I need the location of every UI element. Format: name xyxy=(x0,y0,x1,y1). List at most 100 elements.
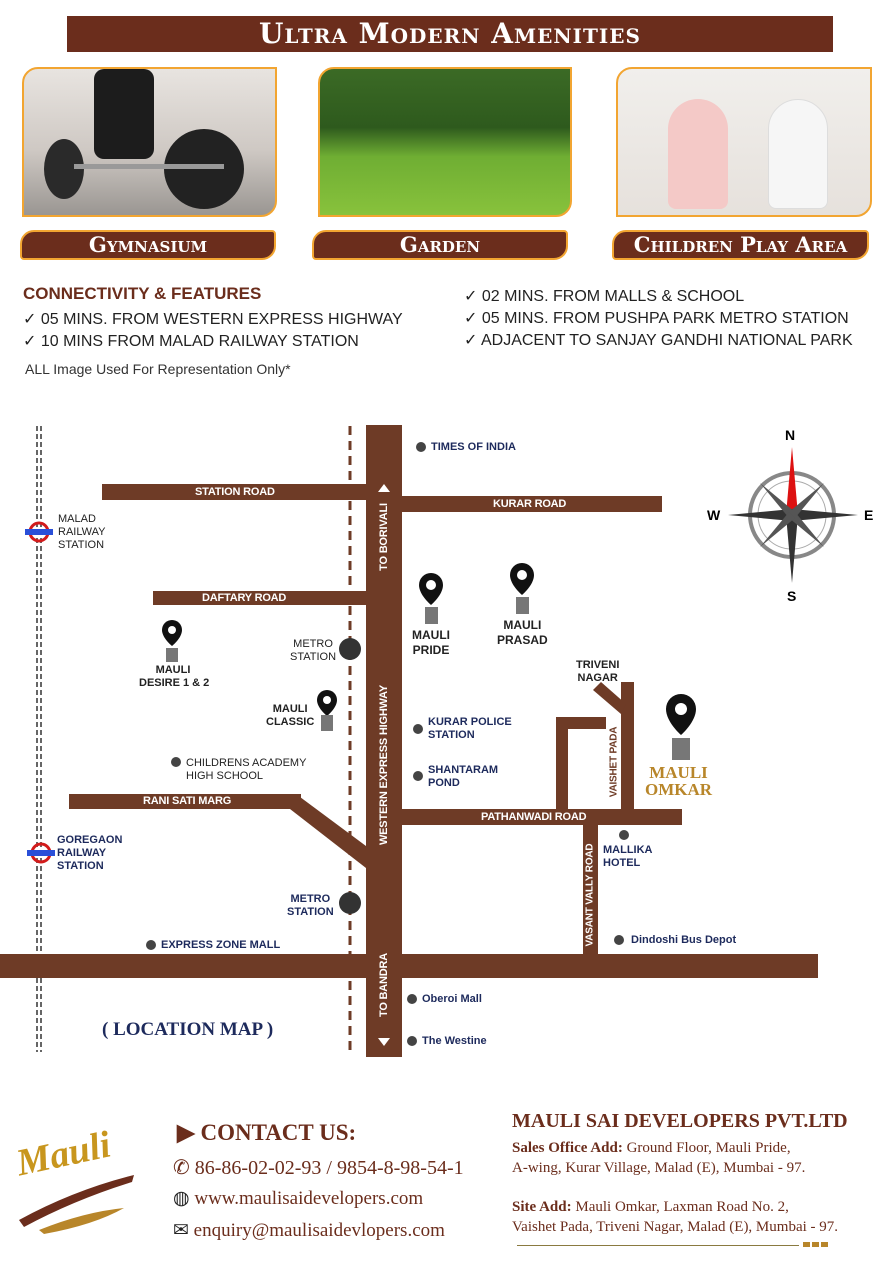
phone-icon: ✆ xyxy=(173,1157,190,1179)
connectivity-left-list: ✓ 05 MINS. FROM WESTERN EXPRESS HIGHWAY … xyxy=(23,309,403,353)
label-line: RAILWAY xyxy=(57,847,107,859)
building-icons xyxy=(166,597,690,760)
oberoi-mall-label: Oberoi Mall xyxy=(422,993,482,1005)
feature-item: ✓ ADJACENT TO SANJAY GANDHI NATIONAL PAR… xyxy=(464,332,853,349)
western-express-highway xyxy=(366,425,402,1057)
pathanwadi-road-label: PATHANWADI ROAD xyxy=(481,811,587,823)
label-line: HIGH SCHOOL xyxy=(186,770,264,782)
malad-station-icon xyxy=(25,521,53,543)
gymnasium-photo xyxy=(22,67,277,217)
website-row: ◍ www.maulisaidevelopers.com xyxy=(173,1187,423,1210)
label-line: MAULI xyxy=(155,664,191,676)
label-line: OMKAR xyxy=(645,780,713,799)
contact-heading-text: CONTACT US: xyxy=(200,1120,357,1145)
pathanwadi-road xyxy=(402,809,682,825)
weh-label: WESTERN EXPRESS HIGHWAY xyxy=(378,684,390,846)
compass-e: E xyxy=(864,507,874,523)
westine-label: The Westine xyxy=(422,1035,487,1047)
place-dot xyxy=(614,935,624,945)
label-line: STATION xyxy=(57,860,104,872)
vaishet-pada-label: VAISHET PADA xyxy=(608,726,620,798)
label-line: HOTEL xyxy=(603,857,641,869)
email-link[interactable]: enquiry@maulisaidevlopers.com xyxy=(193,1220,445,1241)
children-play-label: Children Play Area xyxy=(612,230,869,260)
daftary-road xyxy=(153,591,366,605)
globe-icon: ◍ xyxy=(173,1188,190,1209)
address-text: Mauli Omkar, Laxman Road No. 2, xyxy=(571,1199,789,1215)
to-bandra-label: TO BANDRA xyxy=(378,953,390,1017)
location-map-caption: ( LOCATION MAP ) xyxy=(102,1019,274,1040)
label-line: PRIDE xyxy=(412,643,450,657)
children-play-photo xyxy=(616,67,872,217)
divider xyxy=(517,1245,799,1246)
metro-icon xyxy=(339,638,361,914)
play-arrow-icon: ▶ xyxy=(177,1120,201,1145)
contact-heading: ▶ CONTACT US: xyxy=(177,1120,356,1146)
rani-sati-marg-label: RANI SATI MARG xyxy=(143,795,232,807)
label-line: STATION xyxy=(428,729,475,741)
compass-n: N xyxy=(785,427,796,443)
address-line: Sales Office Add: Ground Floor, Mauli Pr… xyxy=(512,1138,805,1158)
daftary-road-label: DAFTARY ROAD xyxy=(202,592,287,604)
place-dot xyxy=(407,994,417,1004)
website-link[interactable]: www.maulisaidevelopers.com xyxy=(194,1188,424,1209)
site-address: Site Add: Mauli Omkar, Laxman Road No. 2… xyxy=(512,1197,838,1237)
vasant-vally-label: VASANT VALLY ROAD xyxy=(584,843,596,947)
place-dot xyxy=(413,724,423,734)
vaishet-pada-road xyxy=(621,682,634,809)
arrow-down-icon xyxy=(378,1038,390,1046)
label-line: GOREGAON xyxy=(57,834,123,846)
mail-icon: ✉ xyxy=(173,1220,189,1241)
feature-item: ✓ 05 MINS. FROM WESTERN EXPRESS HIGHWAY xyxy=(23,311,403,328)
mauli-logo: Mauli xyxy=(13,1124,139,1240)
label-line: MAULI xyxy=(412,628,450,642)
label-line: NAGAR xyxy=(577,672,618,684)
station-road xyxy=(102,484,366,500)
label-line: MAULI xyxy=(649,763,708,782)
label-line: METRO xyxy=(293,638,333,650)
sales-office-address: Sales Office Add: Ground Floor, Mauli Pr… xyxy=(512,1138,805,1178)
address-line: Vaishet Pada, Triveni Nagar, Malad (E), … xyxy=(512,1219,839,1235)
connectivity-heading: CONNECTIVITY & FEATURES xyxy=(23,284,262,303)
gymnasium-label: Gymnasium xyxy=(20,230,276,260)
feature-item: ✓ 10 MINS FROM MALAD RAILWAY STATION xyxy=(23,333,359,350)
main-road xyxy=(0,954,818,978)
address-line: A-wing, Kurar Village, Malad (E), Mumbai… xyxy=(512,1160,806,1176)
garden-photo xyxy=(318,67,572,217)
company-name: MAULI SAI DEVELOPERS PVT.LTD xyxy=(512,1110,848,1132)
label-line: SHANTARAM xyxy=(428,764,499,776)
label-line: MALAD xyxy=(58,513,96,525)
label-line: POND xyxy=(428,777,460,789)
label-line: STATION xyxy=(290,651,337,663)
place-dot xyxy=(407,1036,417,1046)
place-dot xyxy=(413,771,423,781)
label-line: CLASSIC xyxy=(266,716,315,728)
label-line: DESIRE 1 & 2 xyxy=(139,677,210,689)
disclaimer: ALL Image Used For Representation Only* xyxy=(25,361,291,377)
goregaon-station-icon xyxy=(27,842,55,864)
address-line: Site Add: Mauli Omkar, Laxman Road No. 2… xyxy=(512,1197,838,1217)
label-line: STATION xyxy=(287,906,334,918)
label-line: TRIVENI xyxy=(576,659,620,671)
label-line: METRO xyxy=(290,893,331,905)
kurar-road-label: KURAR ROAD xyxy=(493,498,567,510)
address-text: Ground Floor, Mauli Pride, xyxy=(622,1140,791,1156)
compass-w: W xyxy=(707,507,721,523)
connectivity-right-list: ✓ 02 MINS. FROM MALLS & SCHOOL ✓ 05 MINS… xyxy=(464,286,853,352)
label-line: MAULI xyxy=(503,618,542,632)
phone-numbers[interactable]: 86-86-02-02-93 / 9854-8-98-54-1 xyxy=(194,1157,464,1179)
phone-row: ✆ 86-86-02-02-93 / 9854-8-98-54-1 xyxy=(173,1155,464,1180)
label-line: MALLIKA xyxy=(603,844,653,856)
kurar-road xyxy=(402,496,662,512)
decor-bars xyxy=(803,1242,829,1247)
compass-s: S xyxy=(787,588,797,604)
arrow-up-icon xyxy=(378,484,390,492)
